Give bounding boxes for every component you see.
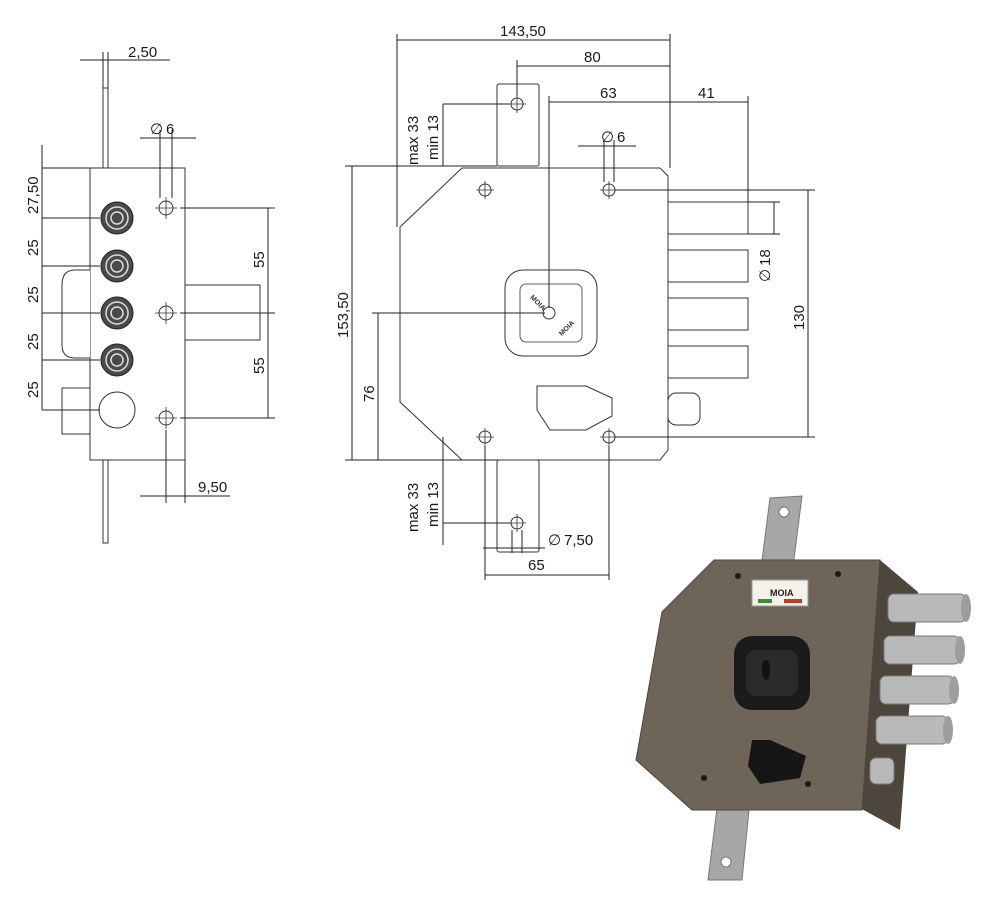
dim-front-bolt: 18 [757, 249, 774, 266]
dim-front-hole: 6 [617, 129, 625, 146]
front-bottom-plate [496, 459, 540, 553]
dim-front-bolt-symbol: ∅ [757, 269, 774, 282]
front-top-plate [496, 83, 540, 167]
side-lower-block [61, 387, 91, 435]
dim-front-80: 80 [584, 49, 601, 66]
dim-side-55-a: 55 [251, 251, 268, 268]
latch-end [98, 391, 136, 429]
dim-side-27-50: 27,50 [25, 176, 42, 214]
front-screw-holes [476, 95, 618, 532]
dim-front-bot-max: max 33 [405, 483, 422, 532]
dim-side-25-a: 25 [25, 239, 42, 256]
front-view: MOIA MOIA [335, 23, 815, 580]
dim-front-153-50: 153,50 [335, 292, 352, 338]
dim-side-55-b: 55 [251, 357, 268, 374]
dim-front-bot-min: min 13 [425, 482, 442, 527]
dim-side-hole-symbol: ∅ [150, 121, 163, 138]
dim-front-130: 130 [791, 305, 808, 330]
lock-photo: MOIA [635, 495, 971, 881]
side-bolts [98, 201, 136, 429]
dim-side-25-c: 25 [25, 333, 42, 350]
dim-front-hole-symbol: ∅ [601, 129, 614, 146]
side-screw-holes [155, 197, 177, 429]
side-dimension-lines [41, 52, 275, 503]
photo-latch-handle [748, 740, 806, 784]
dim-side-25-d: 25 [25, 381, 42, 398]
side-hook [61, 269, 90, 359]
front-dimension-lines [345, 34, 815, 580]
dim-front-750-symbol: ∅ [548, 532, 561, 549]
dim-side-hole: 6 [166, 121, 174, 138]
dim-front-41: 41 [698, 85, 715, 102]
dim-front-76: 76 [361, 385, 378, 402]
photo-bolts [869, 593, 971, 785]
dim-front-63: 63 [600, 85, 617, 102]
photo-brand-text: MOIA [770, 588, 794, 598]
dim-rod-thickness: 2,50 [128, 44, 157, 61]
photo-bottom-plate [707, 799, 751, 881]
dim-front-750: 7,50 [564, 532, 593, 549]
dim-side-25-b: 25 [25, 286, 42, 303]
dim-front-65: 65 [528, 557, 545, 574]
front-latch-handle [536, 385, 613, 431]
side-view: 2,50 ∅ 6 27,50 25 25 25 25 55 55 9,50 [25, 44, 275, 544]
dim-front-top-max: max 33 [405, 116, 422, 165]
front-bolts [667, 201, 749, 426]
dim-front-top-min: min 13 [425, 115, 442, 160]
dim-side-9-50: 9,50 [198, 479, 227, 496]
dim-front-143-50: 143,50 [500, 23, 546, 40]
